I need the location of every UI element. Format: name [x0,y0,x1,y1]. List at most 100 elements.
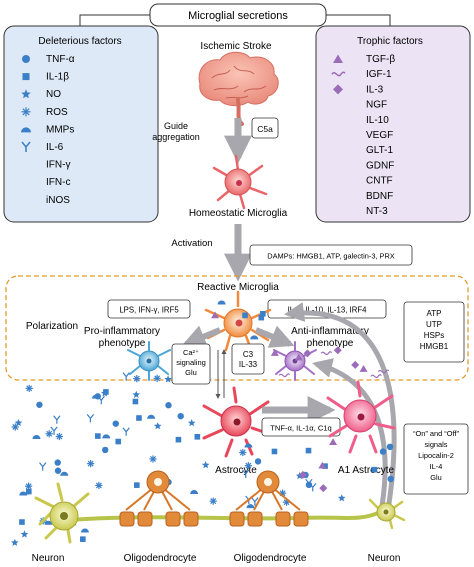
square-icon [132,398,139,405]
trophic-factors-panel: Trophic factors TGF-βIGF-1IL-3NGFIL-10VE… [315,25,471,223]
antibody-y-icon [122,427,130,436]
deleterious-item: TNF-α [46,54,75,65]
astrocyte-label: Astrocyte [215,465,257,476]
square-icon [26,488,32,495]
deleterious-item: MMPs [46,124,74,135]
square-icon [136,415,142,421]
neuron-label-right: Neuron [368,553,401,564]
triangle-icon [318,461,327,469]
triangle-icon [359,365,368,372]
circle-icon [165,402,172,409]
circle-icon [386,443,394,451]
wave-icon [377,369,390,374]
half-disc-icon [80,528,89,533]
c5a-label: C5a [257,124,273,134]
axon [69,510,381,522]
to-pro-arrow [181,325,222,348]
half-disc-icon [244,443,253,448]
circle-icon [102,446,109,454]
half-disc-icon [44,520,53,525]
deleterious-item: IFN-γ [46,160,70,171]
ischemic-stroke-label: Ischemic Stroke [200,41,272,52]
secreted-factor-particles [11,300,394,546]
trophic-item: CNTF [366,176,393,187]
deleterious-item: IL-6 [46,142,64,153]
oligodendrocyte-cell-left [119,470,199,527]
square-icon [322,463,328,469]
half-disc-icon [92,394,101,399]
star-icon [201,461,210,469]
star-icon [153,422,162,430]
wave-icon [331,71,346,77]
trophic-item: IL-3 [366,84,384,95]
circle-icon [379,448,387,455]
trophic-item: NGF [366,100,387,111]
trophic-item: NT-3 [366,206,388,217]
deleterious-item: IFN-c [46,177,70,188]
atp-signals-box [403,301,465,363]
neuron-cell-right [368,498,406,530]
antibody-y-icon [50,426,58,435]
circle-icon [305,481,313,489]
asterisk-icon [21,107,31,117]
damps-label: DAMPs: HMGB1, ATP, galectin-3, PRX [267,252,395,261]
circle-icon [387,475,394,483]
activation-label: Activation [171,238,212,249]
asterisk-icon [239,448,247,457]
half-disc-icon [102,434,111,439]
wave-icon [370,374,382,379]
antibody-y-icon [97,395,105,405]
neuron-cell-left [34,482,90,544]
diamond-icon [303,349,312,358]
trophic-item: GDNF [366,160,394,171]
half-disc-icon [60,471,69,476]
oligodendrocyte-label-left: Oligodendrocyte [124,553,197,564]
title-connector [79,14,391,26]
half-disc-icon [147,414,156,419]
astro-signal-box [261,417,341,437]
circle-icon [254,458,262,465]
asterisk-icon [45,430,53,438]
square-icon [271,448,278,455]
astro-signal-label: TNF-α, IL-1α, C1q [270,424,332,433]
diamond-icon [333,84,343,95]
trophic-item: BDNF [366,191,393,202]
astrocyte-cell [202,386,272,458]
asterisk-icon [244,462,252,470]
pro-stimuli-box [107,299,191,319]
circle-icon [36,401,43,408]
asterisk-icon [25,482,33,490]
triangle-icon [329,438,338,445]
pro-inflammatory-microglia-cell [127,341,171,381]
trophic-item: VEGF [366,130,393,141]
square-icon [242,312,248,319]
star-icon [21,89,31,99]
asterisk-icon [133,375,141,383]
polarization-label: Polarization [26,321,78,332]
neuron-to-anti-arrow [312,358,388,507]
square-icon [19,519,25,525]
square-icon [371,466,377,473]
triangle-icon [211,311,220,319]
half-disc-icon [217,300,226,305]
deleterious-item: IL-1β [46,72,69,83]
on-off-signals-box [403,423,469,495]
circle-icon [112,420,119,427]
antibody-y-icon [242,469,250,478]
diamond-icon [333,346,342,355]
half-disc-icon [250,335,259,340]
triangle-icon [270,349,279,356]
star-icon [101,389,109,397]
antibody-y-icon [39,462,47,471]
asterisk-icon [209,497,217,505]
star-icon [337,494,346,502]
circle-icon [177,412,184,420]
a1-astrocyte-label: A1 Astrocyte [338,465,395,476]
a1-astrocyte-cell [326,380,396,454]
half-disc-icon [190,490,199,495]
half-disc-icon [21,127,31,133]
trophic-heading: Trophic factors [357,36,423,47]
